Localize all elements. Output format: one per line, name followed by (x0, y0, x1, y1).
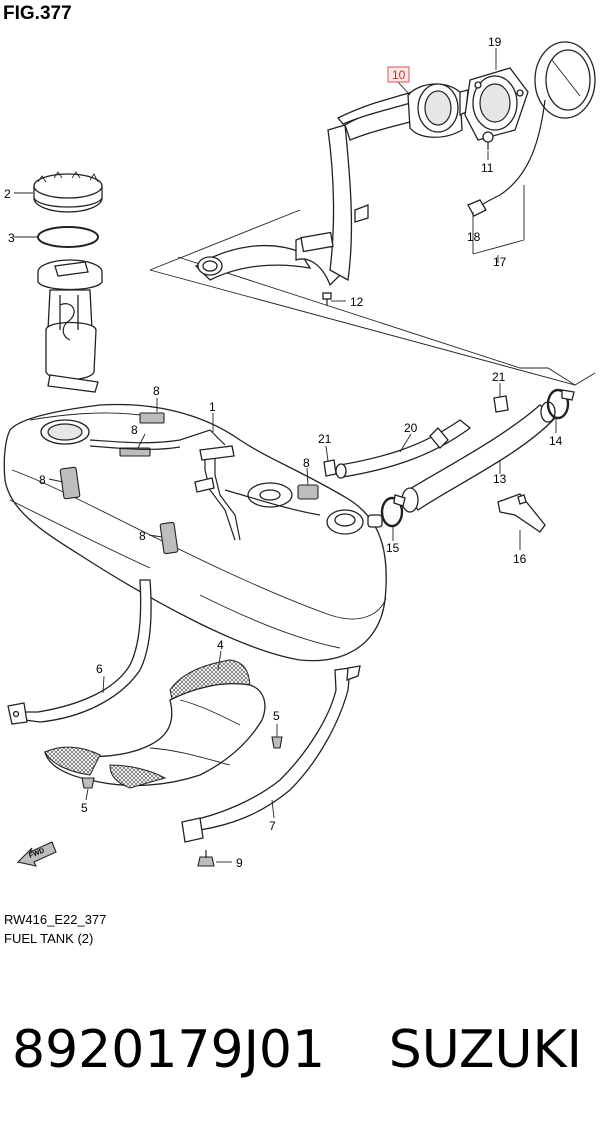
filler-neck (194, 83, 469, 287)
callout-13: 13 (493, 472, 507, 486)
callout-8-right: 8 (303, 456, 310, 470)
callout-4: 4 (217, 638, 224, 652)
callout-15: 15 (386, 541, 400, 555)
clip-21-right (493, 395, 509, 413)
callout-5-bottom: 5 (81, 801, 88, 815)
callout-18: 18 (467, 230, 481, 244)
callout-21-right: 21 (492, 370, 506, 384)
callout-11: 11 (481, 161, 494, 175)
fuel-tank (3, 403, 387, 662)
bracket-16 (497, 493, 546, 533)
fuel-pump-module (37, 259, 103, 393)
figure-code: RW416_E22_377 (4, 912, 107, 927)
figure-title: FIG.377 (3, 3, 72, 24)
callout-labels: 2 3 1 4 5 5 6 7 8 8 8 8 8 9 10 11 12 13 … (4, 35, 563, 870)
callout-10-highlight-box (387, 66, 410, 83)
callout-5-right: 5 (273, 709, 280, 723)
callout-21-left: 21 (318, 432, 332, 446)
callout-8-lower: 8 (139, 529, 146, 543)
exploded-view-drawing: FWD (3, 35, 596, 870)
tank-under-cover (44, 659, 266, 789)
callout-3: 3 (8, 231, 15, 245)
bolt-9 (197, 850, 215, 867)
brand-name: SUZUKI (388, 1020, 582, 1080)
fuel-cap (467, 41, 596, 217)
part-number: 8920179J01 (12, 1020, 326, 1080)
callout-19: 19 (488, 35, 502, 49)
lock-ring (33, 171, 103, 213)
callout-10: 10 (392, 68, 406, 82)
callout-2: 2 (4, 187, 11, 201)
filler-hose (401, 401, 556, 513)
callout-17: 17 (493, 255, 507, 269)
clip-5-bottom (81, 777, 95, 789)
callout-14: 14 (549, 434, 563, 448)
assembly-boundary-lines (149, 209, 596, 386)
tank-strap-6 (7, 579, 152, 725)
callout-8-left: 8 (39, 473, 46, 487)
callout-1: 1 (209, 400, 216, 414)
hose-clamp-14 (546, 388, 575, 420)
clip-5-right (271, 736, 283, 749)
callout-8-top: 8 (153, 384, 160, 398)
callout-20: 20 (404, 421, 418, 435)
fwd-arrow-icon: FWD (16, 841, 57, 867)
callout-16: 16 (513, 552, 527, 566)
figure-name: FUEL TANK (2) (4, 931, 94, 946)
filler-housing (464, 67, 529, 141)
breather-hose (335, 419, 472, 479)
hose-clamp-15 (380, 494, 406, 528)
leader-lines (14, 48, 557, 863)
bolt-12 (322, 292, 332, 306)
callout-12: 12 (350, 295, 364, 309)
screw-11 (482, 131, 494, 150)
callout-8-upper: 8 (131, 423, 138, 437)
clip-21-left (323, 459, 337, 477)
callout-7: 7 (269, 819, 276, 833)
o-ring (37, 226, 99, 248)
callout-6: 6 (96, 662, 103, 676)
callout-9: 9 (236, 856, 243, 870)
tank-strap-7 (181, 665, 361, 843)
